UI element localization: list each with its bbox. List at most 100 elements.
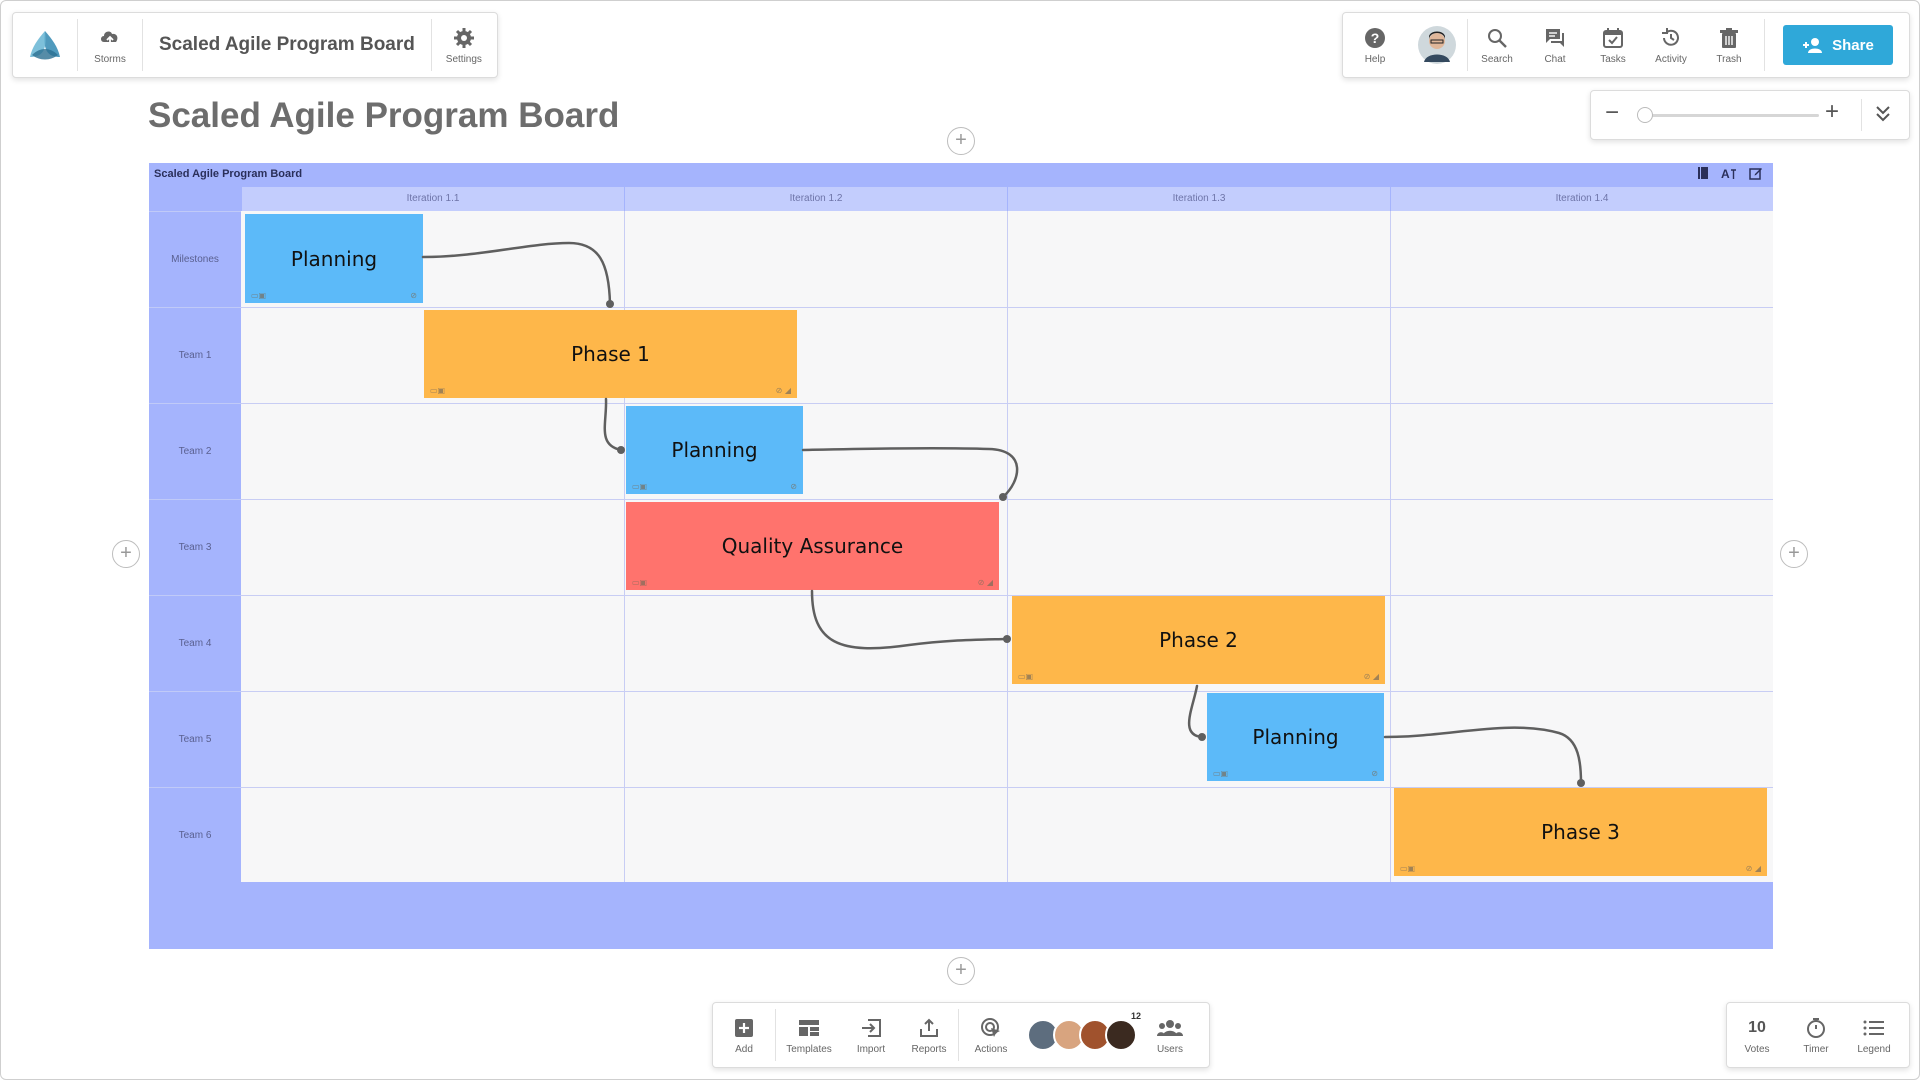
row-header-team-3[interactable]: Team 3 [149, 499, 241, 595]
vote-icon: ⊘ [790, 482, 797, 491]
trash-button[interactable]: Trash [1700, 13, 1758, 77]
help-icon: ? [1362, 26, 1388, 50]
settings-button[interactable]: Settings [432, 13, 496, 77]
zoom-bar: − + [1590, 90, 1910, 140]
column-header-3[interactable]: Iteration 1.3 [1007, 187, 1390, 211]
add-label: Add [735, 1043, 753, 1055]
card-phase-1[interactable]: Phase 1 ▭▣⊘ ◢ [424, 310, 797, 398]
card-planning-milestones[interactable]: Planning ▭▣⊘ [245, 214, 423, 303]
gear-icon [451, 26, 477, 50]
edit-icon[interactable] [1749, 166, 1763, 180]
active-users-avatars[interactable]: 12 [1027, 1011, 1141, 1051]
program-board[interactable]: Scaled Agile Program Board A Iteration 1… [149, 163, 1773, 949]
card-phase-2[interactable]: Phase 2 ▭▣⊘ ◢ [1012, 596, 1385, 684]
votes-button[interactable]: 10 Votes [1727, 1003, 1787, 1067]
comment-icon: ▭▣ [632, 482, 648, 491]
row-header-team-1[interactable]: Team 1 [149, 307, 241, 403]
legend-label: Legend [1857, 1043, 1891, 1055]
card-label: Phase 2 [1159, 628, 1238, 652]
add-left-button[interactable]: + [112, 540, 140, 568]
votes-label: Votes [1744, 1043, 1770, 1055]
card-planning-team-2[interactable]: Planning ▭▣ ⊘ [626, 406, 803, 494]
zoom-slider-track[interactable] [1643, 114, 1819, 117]
row-header-team-6[interactable]: Team 6 [149, 787, 241, 882]
calendar-check-icon [1600, 26, 1626, 50]
votes-count: 10 [1748, 1018, 1766, 1036]
row-header-team-2[interactable]: Team 2 [149, 403, 241, 499]
user-avatar-button[interactable] [1407, 13, 1467, 77]
comment-icon: ▭▣ [632, 578, 648, 587]
logo-icon [30, 31, 60, 60]
share-button[interactable]: Share [1783, 25, 1893, 65]
avatar [1105, 1019, 1137, 1051]
help-button[interactable]: ? Help [1343, 13, 1407, 77]
card-planning-team-5[interactable]: Planning ▭▣ ⊘ [1207, 693, 1384, 781]
storms-label: Storms [94, 53, 126, 65]
reports-button[interactable]: Reports [900, 1003, 958, 1067]
actions-button[interactable]: Actions [959, 1003, 1023, 1067]
card-quality-assurance[interactable]: Quality Assurance ▭▣⊘ ◢ [626, 502, 999, 590]
stopwatch-icon [1803, 1016, 1829, 1040]
vote-icon: ⊘ [1371, 769, 1378, 778]
users-button[interactable]: Users [1141, 1003, 1199, 1067]
reports-label: Reports [911, 1043, 947, 1055]
user-count-badge: 12 [1130, 1011, 1141, 1021]
board-header: Scaled Agile Program Board A [149, 163, 1773, 187]
top-left-toolbar: Storms Scaled Agile Program Board Settin… [12, 12, 498, 78]
add-below-button[interactable]: + [947, 957, 975, 985]
add-note-icon [731, 1016, 757, 1040]
add-right-button[interactable]: + [1780, 540, 1808, 568]
zoom-slider-handle[interactable] [1637, 107, 1653, 123]
settings-label: Settings [445, 53, 482, 65]
comment-icon: ▭▣ [1400, 864, 1416, 873]
app-logo[interactable] [13, 13, 77, 77]
chevron-double-down-icon [1876, 106, 1890, 122]
chat-icon [1542, 26, 1568, 50]
comment-icon: ▭▣ [251, 291, 267, 300]
trash-label: Trash [1716, 53, 1742, 65]
legend-button[interactable]: Legend [1845, 1003, 1903, 1067]
activity-button[interactable]: Activity [1642, 13, 1700, 77]
list-icon [1861, 1016, 1887, 1040]
timer-label: Timer [1803, 1043, 1829, 1055]
history-icon [1658, 26, 1684, 50]
board-name: Scaled Agile Program Board [159, 34, 415, 55]
card-label: Quality Assurance [721, 534, 904, 558]
tasks-button[interactable]: Tasks [1584, 13, 1642, 77]
row-header-team-4[interactable]: Team 4 [149, 595, 241, 691]
comment-icon: ▭▣ [1213, 769, 1229, 778]
column-header-1[interactable]: Iteration 1.1 [241, 187, 624, 211]
templates-label: Templates [786, 1043, 832, 1055]
text-size-icon[interactable]: A [1721, 166, 1737, 180]
collapse-toolbar-button[interactable] [1873, 103, 1893, 130]
add-above-button[interactable]: + [947, 127, 975, 155]
row-header-milestones[interactable]: Milestones [149, 211, 241, 307]
storms-button[interactable]: Storms [78, 13, 142, 77]
cloud-upload-icon [97, 26, 123, 50]
templates-icon [796, 1016, 822, 1040]
chat-button[interactable]: Chat [1526, 13, 1584, 77]
export-icon [916, 1016, 942, 1040]
add-user-icon [1803, 38, 1823, 53]
timer-button[interactable]: Timer [1787, 1003, 1845, 1067]
card-label: Planning [671, 438, 758, 462]
card-phase-3[interactable]: Phase 3 ▭▣⊘ ◢ [1394, 788, 1767, 876]
vote-icon: ⊘ ◢ [775, 386, 791, 395]
page-title: Scaled Agile Program Board [148, 96, 620, 135]
search-button[interactable]: Search [1468, 13, 1526, 77]
share-label: Share [1832, 36, 1874, 54]
import-button[interactable]: Import [842, 1003, 900, 1067]
column-header-4[interactable]: Iteration 1.4 [1390, 187, 1773, 211]
zoom-in-button[interactable]: + [1825, 98, 1840, 125]
bottom-toolbar: Add Templates Import Reports Actions 12 [712, 1002, 1210, 1068]
column-header-2[interactable]: Iteration 1.2 [624, 187, 1007, 211]
actions-label: Actions [974, 1043, 1008, 1055]
card-label: Planning [1252, 725, 1339, 749]
book-icon[interactable] [1697, 166, 1709, 180]
templates-button[interactable]: Templates [776, 1003, 842, 1067]
comment-icon: ▭▣ [1018, 672, 1034, 681]
card-label: Phase 3 [1541, 820, 1620, 844]
zoom-out-button[interactable]: − [1605, 99, 1620, 126]
row-header-team-5[interactable]: Team 5 [149, 691, 241, 787]
add-button[interactable]: Add [713, 1003, 775, 1067]
